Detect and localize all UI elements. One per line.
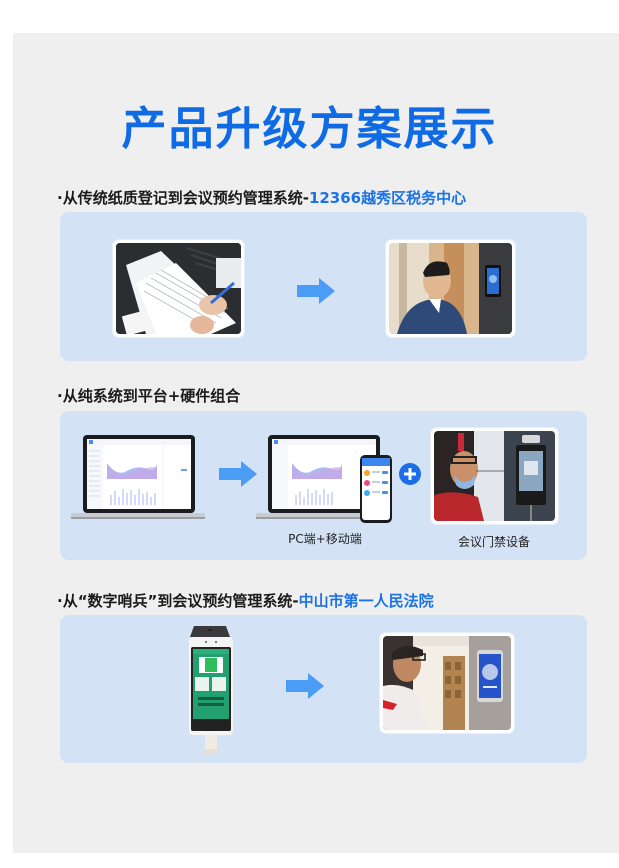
section-2-heading: ·从纯系统到平台+硬件组合 — [57, 385, 240, 406]
pc-mobile-caption: PC端+移动端 — [288, 532, 362, 546]
plus-circle-icon — [399, 463, 421, 485]
section-1-heading-text: 从传统纸质登记到会议预约管理系统- — [62, 189, 309, 207]
face-recognition-terminal-photo — [386, 240, 515, 337]
section-3-heading-text: 从“数字哨兵”到会议预约管理系统- — [62, 592, 299, 610]
wall-terminal-photo — [380, 633, 514, 733]
laptop-and-phone — [256, 435, 406, 525]
arrow-right-icon — [286, 673, 324, 699]
paper-registration-photo — [113, 240, 244, 337]
arrow-right-icon — [297, 278, 335, 304]
bullet: · — [57, 592, 63, 610]
arrow-right-icon — [219, 461, 257, 487]
digital-sentinel-terminal — [186, 623, 236, 753]
section-1-heading: ·从传统纸质登记到会议预约管理系统-12366越秀区税务中心 — [57, 187, 466, 208]
laptop-dashboard — [71, 435, 205, 525]
section-2-box: PC端+移动端 会议门禁设备 — [60, 411, 587, 560]
section-3-box — [60, 615, 587, 763]
section-1-highlight: 12366越秀区税务中心 — [308, 189, 467, 207]
page-title: 产品升级方案展示 — [121, 102, 498, 155]
section-3-heading: ·从“数字哨兵”到会议预约管理系统-中山市第一人民法院 — [57, 590, 434, 611]
section-2-heading-text: 从纯系统到平台+硬件组合 — [62, 387, 241, 405]
section-1-box — [60, 212, 587, 361]
bullet: · — [57, 189, 63, 207]
access-device-caption: 会议门禁设备 — [457, 535, 530, 549]
access-control-device-photo — [431, 428, 558, 524]
bullet: · — [57, 387, 63, 405]
section-3-highlight: 中山市第一人民法院 — [298, 592, 434, 610]
